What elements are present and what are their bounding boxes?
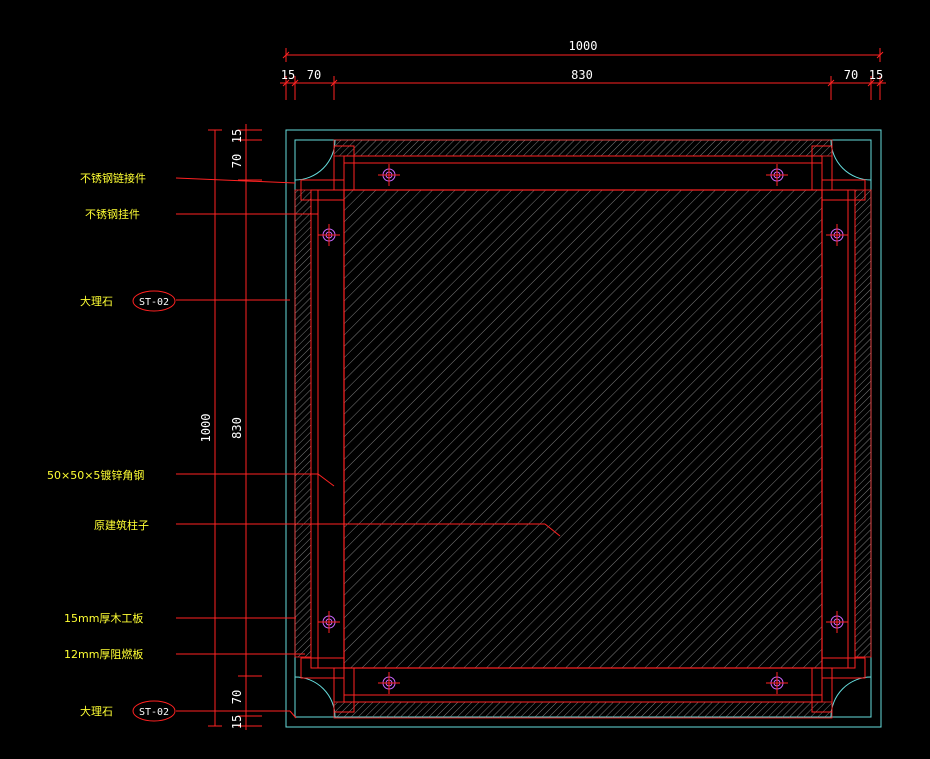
callout-label-4: 50×50×5镀锌角钢 bbox=[47, 468, 144, 482]
callout-label-5: 原建筑柱子 bbox=[94, 518, 149, 532]
dim-left-inner: 830 bbox=[230, 417, 244, 439]
anchor-bolt-left-bottom bbox=[318, 611, 340, 633]
dim-left-total: 1000 bbox=[199, 414, 213, 443]
dim-top-total: 1000 bbox=[569, 39, 598, 53]
anchor-bolt-right-bottom bbox=[826, 611, 848, 633]
dim-left-seg-2: 70 bbox=[230, 154, 244, 168]
material-tag-st02-upper: ST-02 bbox=[132, 290, 176, 312]
top-dimension-chain bbox=[280, 48, 886, 100]
dim-left-seg-4: 15 bbox=[230, 715, 244, 729]
anchor-bolt-top-right bbox=[766, 164, 788, 186]
callout-label-8: 大理石 bbox=[80, 704, 113, 718]
anchor-bolt-bottom-right bbox=[766, 672, 788, 694]
anchor-bolt-bottom-left bbox=[378, 672, 400, 694]
callout-leaders bbox=[175, 177, 561, 719]
dim-top-seg-1: 15 bbox=[281, 68, 295, 82]
dim-top-seg-3: 830 bbox=[571, 68, 593, 82]
dim-left-seg-1: 15 bbox=[230, 129, 244, 143]
callout-label-6: 15mm厚木工板 bbox=[64, 611, 143, 625]
callout-labels: 不锈钢链接件 不锈钢挂件 大理石 50×50×5镀锌角钢 原建筑柱子 15mm厚… bbox=[47, 171, 149, 718]
callout-label-7: 12mm厚阻燃板 bbox=[64, 647, 143, 661]
material-tag-text: ST-02 bbox=[139, 707, 169, 718]
callout-label-3: 大理石 bbox=[80, 294, 113, 308]
callout-label-1: 不锈钢链接件 bbox=[80, 171, 146, 185]
left-dimension-chain bbox=[208, 124, 262, 730]
anchor-bolt-top-left bbox=[378, 164, 400, 186]
dim-top-seg-4: 70 bbox=[844, 68, 858, 82]
material-tag-st02-lower: ST-02 bbox=[132, 700, 176, 722]
anchor-bolts bbox=[318, 164, 848, 694]
anchor-bolt-right-top bbox=[826, 224, 848, 246]
anchor-bolt-left-top bbox=[318, 224, 340, 246]
original-column-core bbox=[343, 189, 823, 669]
material-tag-text: ST-02 bbox=[139, 297, 169, 308]
dim-left-seg-3: 70 bbox=[230, 690, 244, 704]
dim-top-seg-2: 70 bbox=[307, 68, 321, 82]
dim-top-seg-5: 15 bbox=[869, 68, 883, 82]
callout-label-2: 不锈钢挂件 bbox=[85, 207, 140, 221]
steel-frame bbox=[300, 145, 866, 713]
